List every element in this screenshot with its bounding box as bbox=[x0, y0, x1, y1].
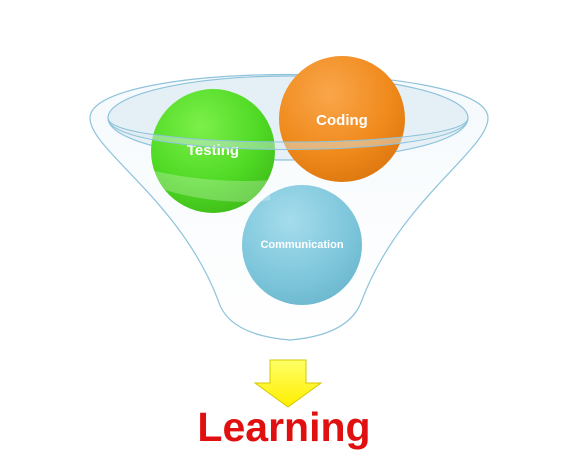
communication-label: Communication bbox=[260, 239, 343, 251]
learning-label: Learning bbox=[197, 404, 370, 450]
funnel-rim-front bbox=[107, 117, 469, 150]
coding-label: Coding bbox=[316, 112, 368, 129]
down-arrow-icon bbox=[253, 359, 323, 408]
testing-ball bbox=[151, 89, 275, 213]
funnel-lower-overlay bbox=[150, 170, 270, 202]
communication-ball bbox=[242, 185, 362, 305]
communication-node: Communication bbox=[242, 185, 362, 305]
coding-ball bbox=[279, 56, 405, 182]
coding-node: Coding bbox=[279, 56, 405, 182]
